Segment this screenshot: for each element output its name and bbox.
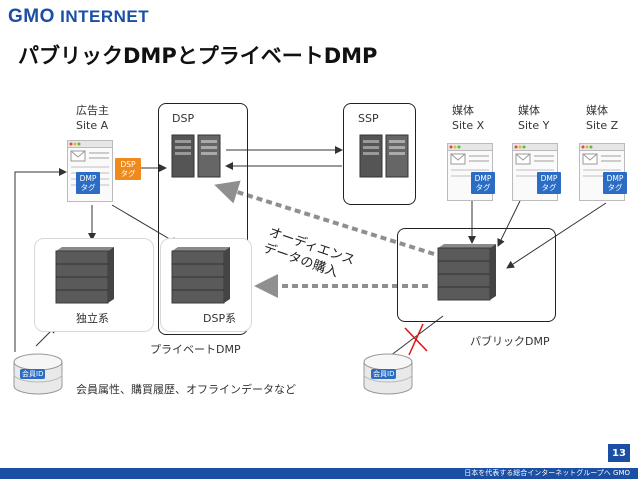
dsp-dmp-server-icon: [171, 247, 230, 304]
public-dmp-label: パブリックDMP: [470, 335, 550, 348]
cross-mark: [404, 323, 428, 356]
dsp-type-label: DSP系: [203, 312, 237, 325]
public-dmp-server-icon: [437, 244, 496, 301]
advertiser-to-dsp-dmp-arrow: [111, 204, 179, 245]
dmp-tag-site-x: DMP タグ: [471, 172, 495, 194]
dsp-label: DSP: [172, 112, 195, 125]
dsp-server-icon: [171, 134, 221, 178]
dsp-box: [158, 103, 248, 335]
media-label-z: 媒体 Site Z: [586, 104, 619, 132]
page-title: パブリックDMPとプライベートDMP: [18, 44, 378, 68]
advertiser-label: 広告主 Site A: [76, 104, 109, 132]
dmp-tag-advertiser: DMP タグ: [76, 172, 100, 194]
public-dmp-box: [397, 228, 556, 322]
gmo-internet-logo: GMO INTERNET: [8, 6, 150, 27]
dmp-tag-site-y: DMP タグ: [537, 172, 561, 194]
media-label-x: 媒体 Site X: [452, 104, 485, 132]
page-number: 13: [608, 444, 630, 462]
private-dmp-label: プライベートDMP: [150, 343, 241, 356]
ssp-label: SSP: [358, 112, 379, 125]
ssp-box: [343, 103, 416, 205]
media-label-y: 媒体 Site Y: [518, 104, 550, 132]
member-db-to-advertiser-line: [14, 168, 67, 352]
site-z-to-public-dmp-arrow: [506, 202, 607, 269]
dmp-tag-site-z: DMP タグ: [603, 172, 627, 194]
dsp-tag-advertiser: DSP タグ: [115, 158, 141, 180]
audience-to-dsp-dotted-arrow: [214, 180, 435, 256]
site-y-to-public-dmp-arrow: [497, 200, 521, 247]
footer-tagline: 日本を代表する総合インターネットグループへ GMO: [464, 469, 630, 477]
member-id-label-private: 会員ID: [20, 369, 46, 379]
member-db-to-public-line: [389, 315, 444, 357]
member-id-label-public: 会員ID: [371, 369, 397, 379]
independent-dmp-server-icon: [55, 247, 114, 304]
ssp-server-icon: [359, 134, 409, 178]
footer-bar: [0, 468, 638, 479]
member-data-label: 会員属性、購買履歴、オフラインデータなど: [76, 383, 296, 396]
independent-label: 独立系: [76, 312, 109, 325]
